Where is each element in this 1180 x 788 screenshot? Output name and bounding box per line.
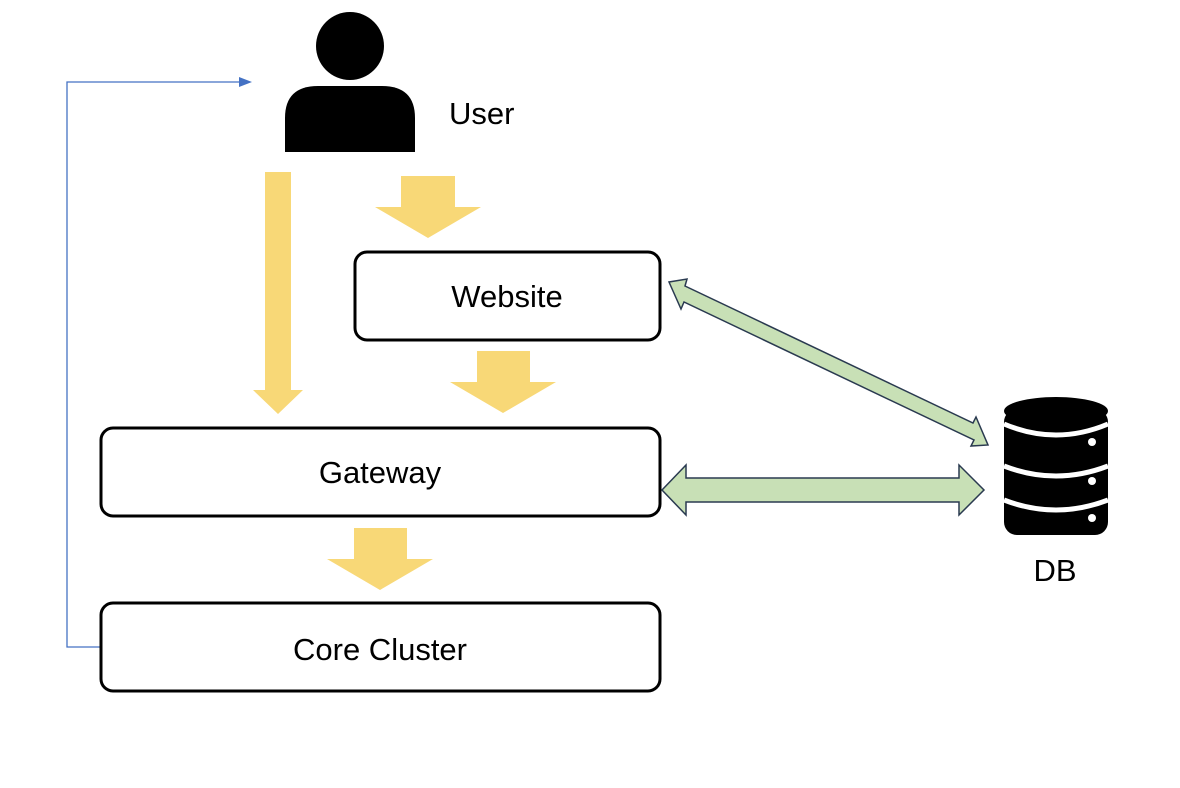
database-icon: [1003, 397, 1109, 535]
edge-website-to-gateway: [450, 351, 556, 413]
edge-gateway-db: [660, 463, 986, 517]
gateway-label: Gateway: [319, 455, 442, 490]
edge-user-to-website: [375, 176, 481, 238]
edge-website-db: [667, 278, 990, 447]
website-node: Website: [353, 250, 662, 342]
db-label: DB: [1033, 553, 1076, 588]
core-cluster-label: Core Cluster: [293, 632, 467, 667]
website-label: Website: [451, 279, 562, 314]
gateway-node: Gateway: [99, 426, 662, 518]
edge-user-to-gateway: [253, 172, 303, 414]
user-label: User: [449, 96, 514, 131]
user-icon: [285, 12, 415, 152]
core-cluster-node: Core Cluster: [99, 601, 662, 693]
edge-gateway-to-core-cluster: [327, 528, 433, 590]
edge-core-cluster-to-user: [66, 77, 252, 648]
